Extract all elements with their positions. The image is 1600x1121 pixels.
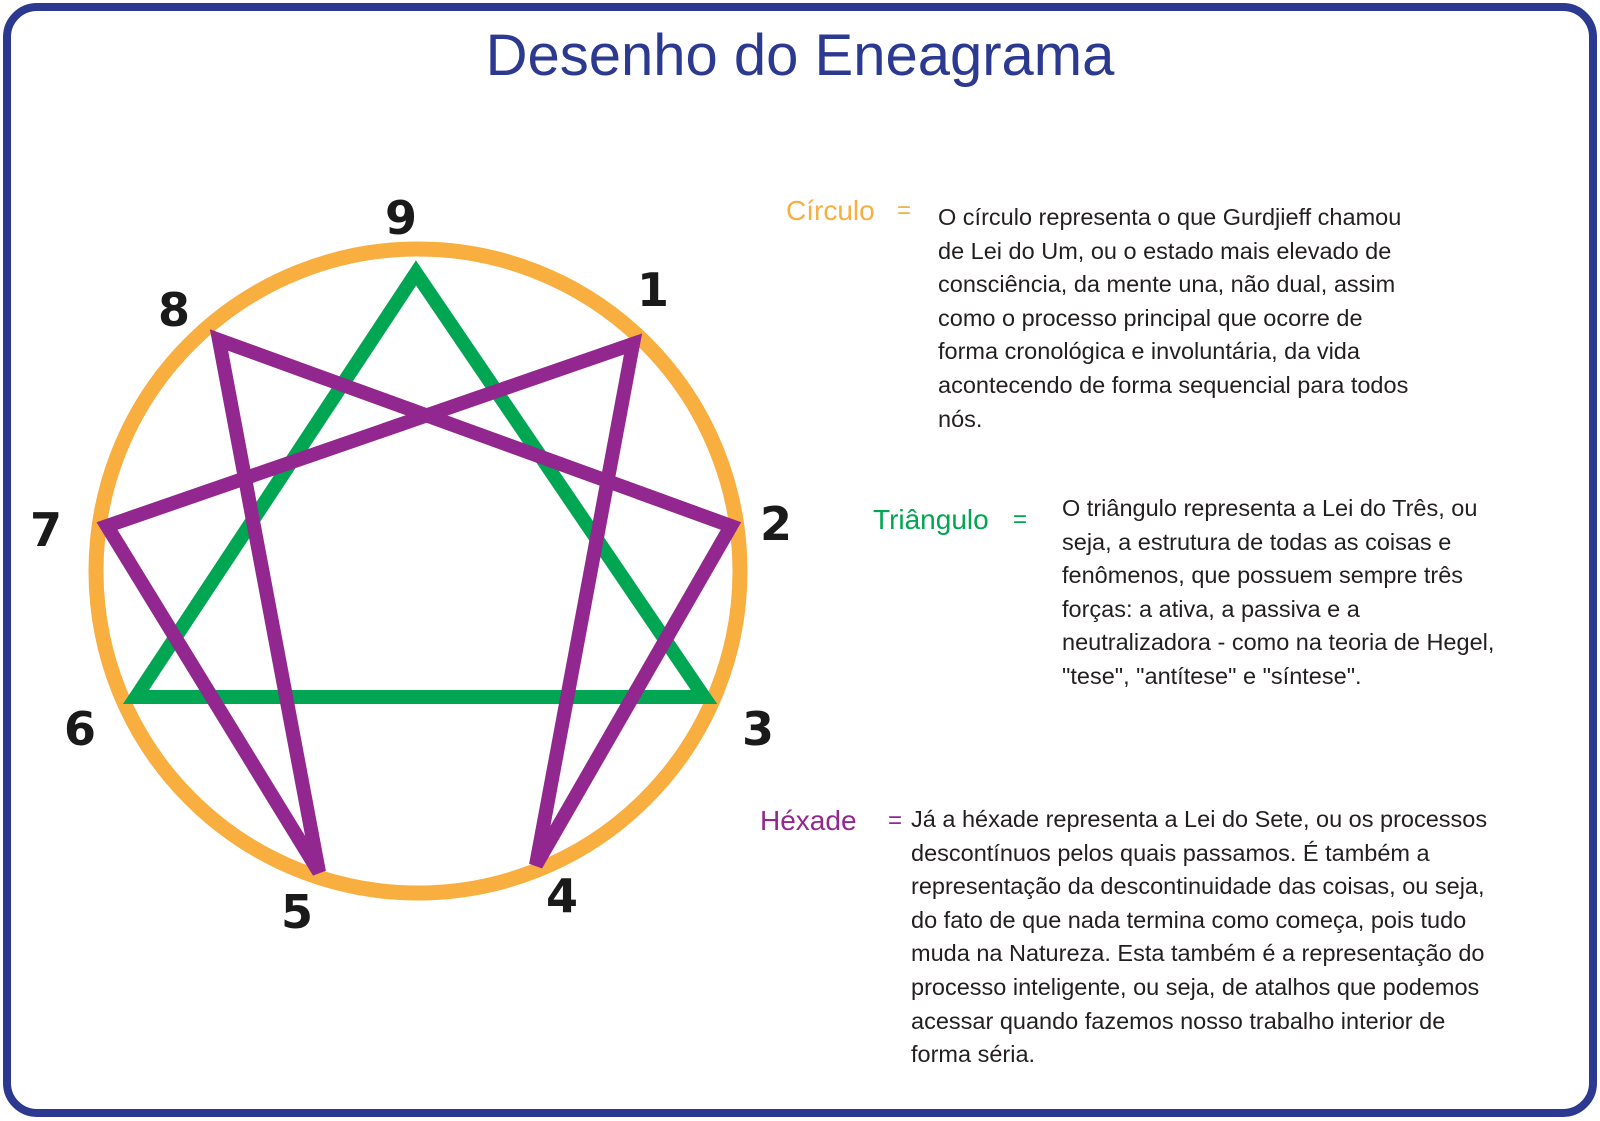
point-number-8: 8: [158, 283, 190, 337]
description-line: nós.: [938, 405, 983, 432]
description-line: muda na Natureza. Esta também é a repres…: [911, 940, 1485, 967]
border-frame: [3, 3, 1597, 1117]
description-line: forma cronológica e involuntária, da vid…: [938, 338, 1360, 365]
point-number-1: 1: [637, 263, 669, 317]
point-number-7: 7: [30, 503, 62, 557]
circle-equals: =: [897, 197, 912, 224]
description-line: acessar quando fazemos nosso trabalho in…: [911, 1007, 1446, 1034]
point-number-5: 5: [281, 885, 313, 939]
description-line: processo inteligente, ou seja, de atalho…: [911, 973, 1480, 1000]
description-line: como o processo principal que ocorre de: [938, 304, 1363, 331]
enneagram-hexad: [96, 329, 742, 876]
description-line: consciência, da mente una, não dual, ass…: [938, 271, 1396, 298]
hexad-label: Héxade: [760, 805, 857, 836]
description-line: forma séria.: [911, 1041, 1036, 1068]
description-line: O triângulo representa a Lei do Três, ou: [1062, 495, 1478, 521]
description-line: acontecendo de forma sequencial para tod…: [938, 371, 1409, 398]
description-line: neutralizadora - como na teoria de Hegel…: [1062, 629, 1495, 656]
triangle-label: Triângulo: [873, 504, 989, 535]
point-number-3: 3: [742, 702, 774, 756]
point-number-4: 4: [546, 869, 578, 923]
description-line: forças: a ativa, a passiva e a: [1062, 595, 1360, 622]
description-line: descontínuos pelos quais passamos. É tam…: [911, 839, 1430, 866]
description-line: fenômenos, que possuem sempre três: [1062, 562, 1464, 589]
page-title: Desenho do Eneagrama: [485, 23, 1115, 88]
enneagram-triangle: [122, 260, 718, 704]
circle-label: Círculo: [786, 195, 875, 226]
point-number-2: 2: [760, 497, 792, 551]
triangle-equals: =: [1013, 506, 1028, 533]
description-line: do fato de que nada termina como começa,…: [911, 906, 1467, 933]
hexad-description: Já a héxade representa a Lei do Sete, ou…: [911, 803, 1487, 1072]
point-number-6: 6: [64, 702, 96, 756]
description-line: O círculo representa o que Gurdjieff cha…: [938, 204, 1402, 230]
description-line: "tese", "antítese" e "síntese".: [1062, 662, 1362, 689]
description-line: seja, a estrutura de todas as coisas e: [1062, 528, 1452, 555]
triangle-description: O triângulo representa a Lei do Três, ou…: [1062, 492, 1494, 694]
hexad-equals: =: [888, 807, 903, 834]
description-line: Já a héxade representa a Lei do Sete, ou…: [911, 806, 1488, 832]
description-line: de Lei do Um, ou o estado mais elevado d…: [938, 237, 1392, 264]
description-line: representação da descontinuidade das coi…: [911, 873, 1485, 900]
circle-description: O círculo representa o que Gurdjieff cha…: [938, 201, 1408, 436]
point-number-9: 9: [385, 191, 417, 245]
enneagram-circle: [88, 241, 748, 901]
